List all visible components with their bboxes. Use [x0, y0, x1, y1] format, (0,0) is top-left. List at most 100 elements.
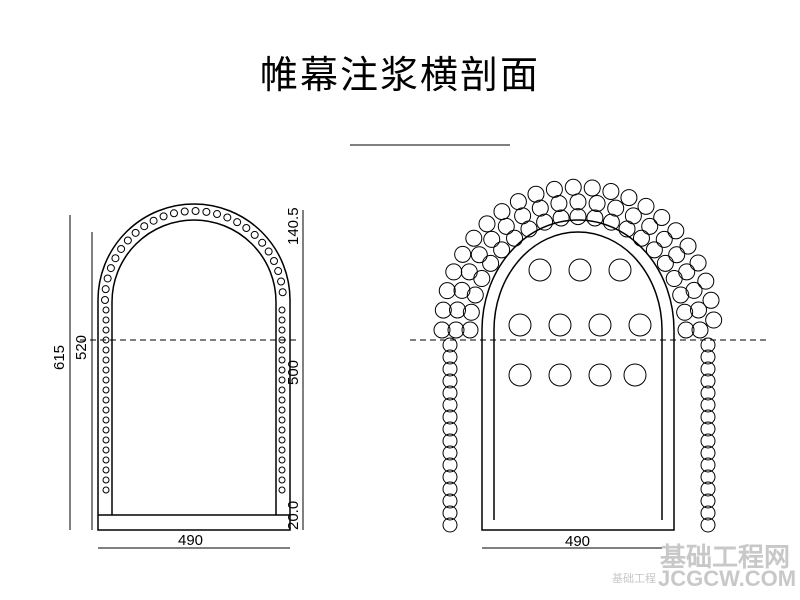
grout-hole	[433, 321, 451, 339]
grout-hole	[700, 433, 716, 449]
grout-hole	[102, 376, 110, 384]
grout-hole	[569, 208, 587, 226]
dim-490-left: 490	[178, 532, 203, 549]
grout-hole	[700, 373, 716, 389]
grout-hole	[461, 321, 479, 339]
grout-hole	[106, 264, 115, 273]
grout-hole	[478, 215, 496, 233]
grout-hole	[531, 199, 549, 217]
grout-hole	[449, 301, 467, 319]
grout-hole	[278, 356, 286, 364]
grout-hole	[277, 277, 286, 286]
grout-hole	[442, 445, 458, 461]
grout-hole	[102, 386, 110, 394]
grout-hole	[527, 185, 545, 203]
grout-hole	[278, 386, 286, 394]
grout-hole	[123, 236, 132, 245]
grout-hole	[213, 210, 222, 219]
grout-hole	[665, 270, 683, 288]
grout-hole	[466, 286, 484, 304]
grout-hole	[191, 207, 200, 216]
grout-hole	[465, 229, 483, 247]
grout-hole	[602, 182, 620, 200]
inner-hole	[548, 363, 572, 387]
grout-hole	[434, 301, 452, 319]
grout-hole	[202, 207, 211, 216]
grout-hole	[149, 216, 158, 225]
inner-hole	[588, 313, 612, 337]
grout-hole	[102, 316, 110, 324]
inner-hole	[508, 313, 532, 337]
grout-hole	[586, 209, 604, 227]
grout-hole	[460, 263, 478, 281]
grout-hole	[653, 208, 671, 226]
grout-hole	[679, 237, 697, 255]
grout-hole	[169, 209, 178, 218]
grout-hole	[583, 179, 601, 197]
grout-hole	[637, 197, 655, 215]
inner-hole	[528, 258, 552, 282]
grout-hole	[569, 193, 587, 211]
grout-hole	[442, 457, 458, 473]
grout-hole	[620, 189, 638, 207]
grout-hole	[700, 409, 716, 425]
grout-hole	[624, 207, 642, 225]
grout-hole	[632, 229, 650, 247]
grout-hole	[678, 263, 696, 281]
grout-hole	[700, 481, 716, 497]
grout-hole	[442, 385, 458, 401]
grout-hole	[102, 406, 110, 414]
grout-hole	[278, 406, 286, 414]
grout-hole	[677, 321, 695, 339]
dim-bottom: 20.0	[285, 501, 302, 530]
grout-hole	[102, 336, 110, 344]
grout-hole	[278, 306, 286, 314]
grout-hole	[102, 456, 110, 464]
grout-hole	[602, 213, 620, 231]
grout-hole	[102, 416, 110, 424]
grout-hole	[101, 285, 110, 294]
dim-top: 140.5	[285, 207, 302, 245]
grout-hole	[278, 476, 286, 484]
slide-title: 帷幕注浆横剖面	[259, 53, 540, 97]
grout-hole	[111, 254, 120, 263]
grout-hole	[700, 337, 716, 353]
grout-hole	[278, 456, 286, 464]
grout-hole	[442, 409, 458, 425]
grout-hole	[102, 356, 110, 364]
grout-hole	[274, 267, 283, 276]
grout-hole	[278, 346, 286, 354]
inner-hole	[548, 313, 572, 337]
grout-hole	[102, 306, 110, 314]
grout-hole	[442, 433, 458, 449]
inner-hole	[588, 363, 612, 387]
grout-hole	[103, 274, 112, 283]
grout-hole	[442, 421, 458, 437]
grout-hole	[269, 256, 278, 265]
grout-hole	[102, 396, 110, 404]
grout-hole	[101, 296, 109, 304]
grout-hole	[159, 212, 168, 221]
grout-hole	[656, 254, 674, 272]
grout-hole	[700, 421, 716, 437]
grout-hole	[700, 397, 716, 413]
grout-hole	[676, 303, 694, 321]
grout-hole	[102, 436, 110, 444]
grout-hole	[483, 230, 501, 248]
grout-hole	[700, 457, 716, 473]
grout-hole	[697, 272, 715, 290]
grout-hole	[689, 301, 707, 319]
grout-hole	[668, 246, 686, 264]
grout-hole	[442, 349, 458, 365]
watermark-small: 基础工程	[612, 573, 656, 585]
grout-hole	[264, 247, 273, 256]
grout-hole	[700, 517, 716, 533]
grout-hole	[278, 396, 286, 404]
grout-hole	[223, 213, 232, 222]
grout-hole	[102, 426, 110, 434]
inner-hole	[623, 363, 647, 387]
grout-hole	[454, 245, 472, 263]
grout-hole	[102, 466, 110, 474]
grout-hole	[493, 203, 511, 221]
